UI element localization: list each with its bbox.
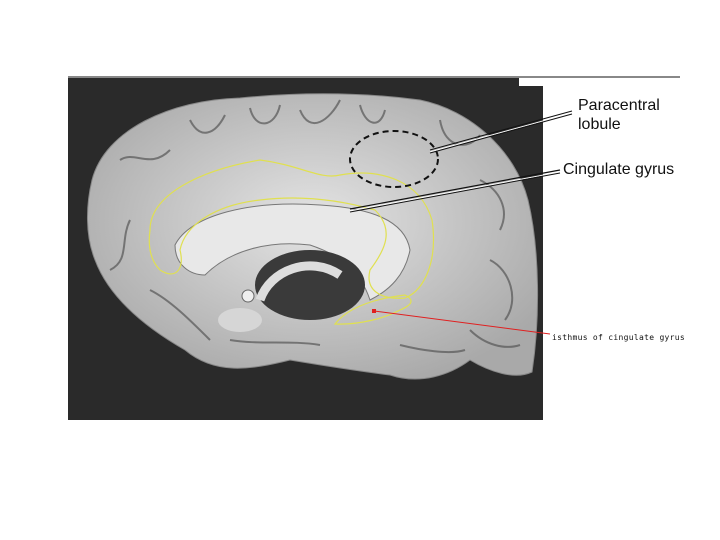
isthmus-label: isthmus of cingulate gyrus <box>552 333 686 342</box>
isthmus-outline <box>333 294 412 325</box>
white-tab <box>519 78 543 86</box>
isthmus-marker <box>372 309 376 313</box>
cingulate-gyrus-label: Cingulate gyrus <box>563 161 675 178</box>
paracentral-lobule-circle <box>349 130 439 188</box>
corpus-callosum-region <box>174 203 411 301</box>
paracentral-label-line1: Paracentral <box>578 97 660 114</box>
thalamus <box>218 308 262 332</box>
mammillary-body <box>241 289 255 303</box>
isthmus-pointer <box>373 310 551 335</box>
paracentral-label-line2: lobule <box>578 116 621 133</box>
cingulate-gyrus-outline <box>148 159 435 299</box>
paracentral-lobule-label: Paracentral lobule <box>578 96 660 134</box>
ventricle <box>255 250 365 320</box>
paracentral-pointer <box>429 110 573 154</box>
fornix <box>255 261 343 302</box>
cingulate-pointer <box>349 169 561 213</box>
